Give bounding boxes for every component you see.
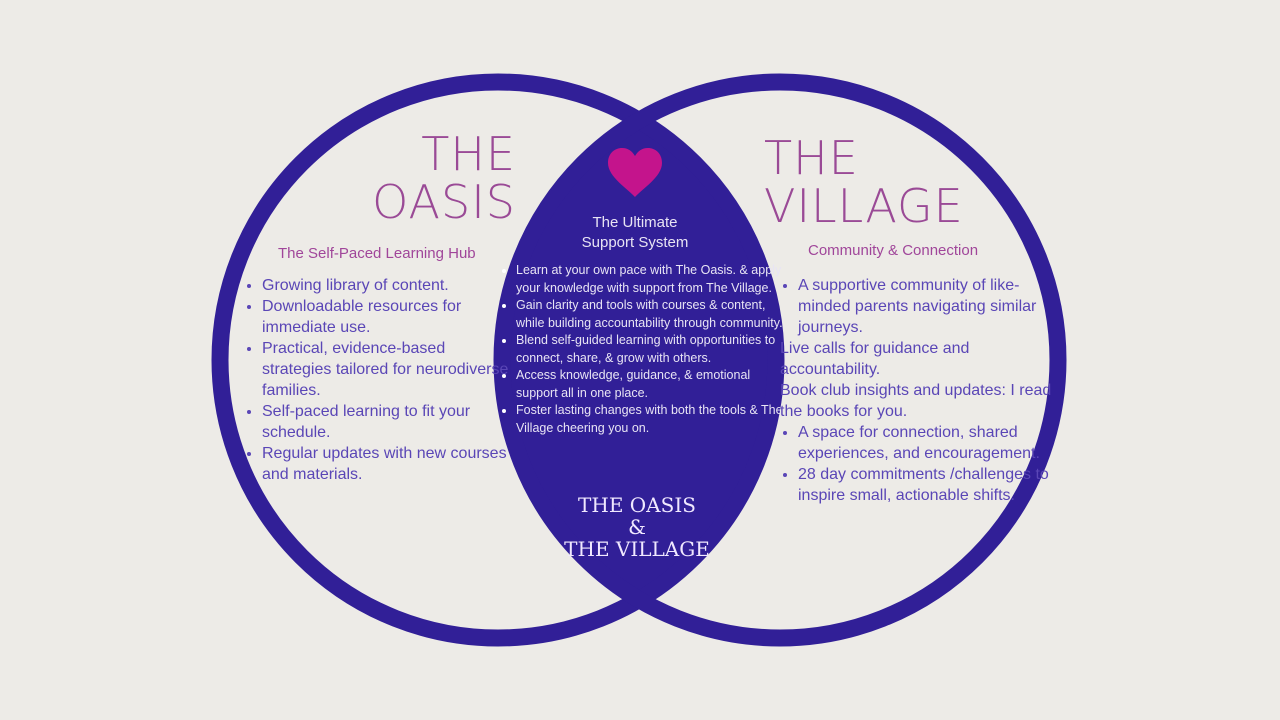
list-item: Book club insights and updates: I read t… <box>780 382 1052 420</box>
village-circle <box>493 73 1067 647</box>
village-feature-list: A supportive community of like-minded pa… <box>780 275 1060 506</box>
list-item: Learn at your own pace with The Oasis. &… <box>516 262 788 297</box>
list-item: Self-paced learning to fit your schedule… <box>262 401 512 443</box>
list-item: A space for connection, shared experienc… <box>798 422 1060 464</box>
village-title: THE VILLAGE <box>764 134 984 230</box>
overlap-title-line2: Support System <box>581 234 689 251</box>
village-title-line2: VILLAGE <box>764 179 964 233</box>
list-item: Regular updates with new courses and mat… <box>262 443 512 485</box>
overlap-footer: THE OASIS & THE VILLAGE <box>557 494 717 560</box>
overlap-title-line1: The Ultimate <box>592 214 678 231</box>
footer-line1: THE OASIS <box>578 493 696 517</box>
overlap-title: The Ultimate Support System <box>555 213 715 253</box>
oasis-title-line2: OASIS <box>372 175 516 229</box>
list-item: Downloadable resources for immediate use… <box>262 296 512 338</box>
list-item: Blend self-guided learning with opportun… <box>516 332 788 367</box>
oasis-title-line1: THE <box>421 127 516 181</box>
list-item: Gain clarity and tools with courses & co… <box>516 297 788 332</box>
list-item: Foster lasting changes with both the too… <box>516 402 788 437</box>
list-item: Growing library of content. <box>262 275 512 296</box>
oasis-subtitle: The Self-Paced Learning Hub <box>278 245 476 262</box>
village-subtitle: Community & Connection <box>808 242 979 259</box>
footer-line3: THE VILLAGE <box>564 537 710 561</box>
oasis-feature-list: Growing library of content. Downloadable… <box>244 275 512 485</box>
village-title-line1: THE <box>764 131 859 185</box>
footer-line2: & <box>628 515 646 539</box>
heart-icon <box>608 148 662 197</box>
oasis-title: THE OASIS <box>330 130 516 226</box>
oasis-circle <box>211 73 785 647</box>
list-item: Live calls for guidance and accountabili… <box>780 340 970 378</box>
venn-overlap-region <box>502 82 776 638</box>
overlap-benefit-list: Learn at your own pace with The Oasis. &… <box>498 262 788 437</box>
list-item: A supportive community of like-minded pa… <box>798 275 1060 338</box>
list-item: Access knowledge, guidance, & emotional … <box>516 367 788 402</box>
list-item: 28 day commitments /challenges to inspir… <box>798 464 1060 506</box>
list-item: Practical, evidence-based strategies tai… <box>262 338 512 401</box>
